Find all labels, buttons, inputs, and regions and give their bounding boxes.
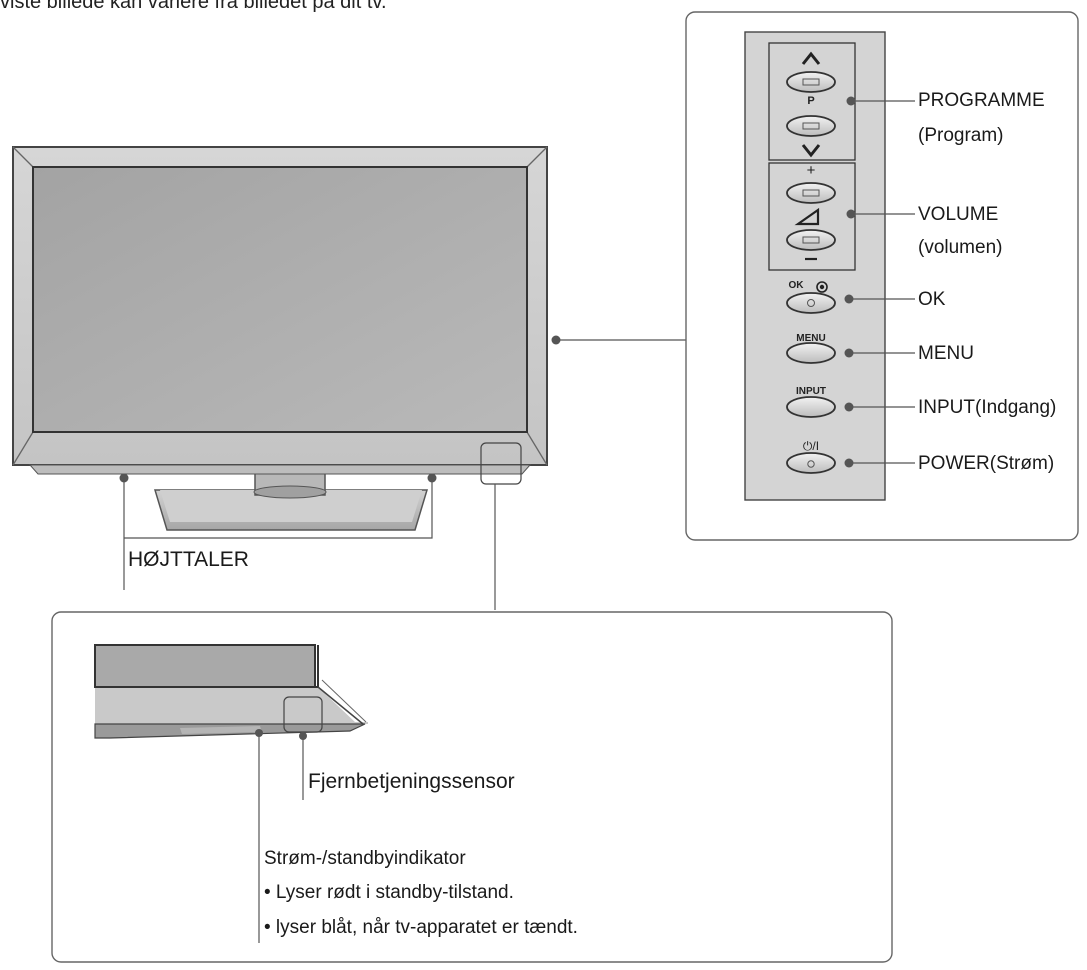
power-icon	[807, 460, 815, 468]
remote-sensor-label: Fjernbetjeningssensor	[308, 770, 515, 793]
ok-button-caption: OK	[788, 280, 804, 291]
panel-leader-lines	[844, 96, 915, 468]
control-strip	[744, 31, 886, 501]
volume-group	[768, 162, 856, 271]
volume-label: VOLUME	[918, 204, 999, 225]
down-arrow-icon	[801, 144, 821, 158]
indicator-note-standby: • Lyser rødt i standby-tilstand.	[264, 882, 514, 903]
tv-screen	[32, 166, 528, 433]
sensor-highlight-box	[480, 442, 522, 485]
volume-up-button[interactable]	[786, 182, 836, 204]
ok-button[interactable]	[786, 292, 836, 314]
power-button[interactable]	[786, 452, 836, 474]
tv-stand	[153, 464, 429, 531]
volume-down-button[interactable]	[786, 229, 836, 251]
channel-up-button[interactable]	[786, 71, 836, 93]
tv-set	[12, 146, 708, 610]
indicator-note-on: • lyser blåt, når tv-apparatet er tændt.	[264, 917, 578, 938]
ok-label: OK	[918, 289, 946, 310]
programme-label: PROGRAMME	[918, 90, 1045, 111]
power-label: POWER(Strøm)	[918, 453, 1055, 474]
menu-button-caption: MENU	[796, 333, 826, 344]
speaker-label: HØJTTALER	[128, 548, 249, 571]
input-button[interactable]	[786, 396, 836, 418]
power-button-caption: ⏻/I	[802, 439, 820, 453]
programme-sublabel: (Program)	[918, 125, 1004, 146]
volume-sublabel: (volumen)	[918, 237, 1003, 258]
menu-button[interactable]	[786, 342, 836, 364]
programme-p-mark: P	[807, 95, 814, 107]
tv-corner-closeup	[94, 644, 368, 739]
plus-icon: +	[807, 162, 816, 179]
input-label: INPUT(Indgang)	[918, 397, 1057, 418]
input-button-caption: INPUT	[796, 386, 826, 397]
up-arrow-icon	[801, 51, 821, 65]
volume-triangle-icon	[794, 207, 820, 226]
power-indicator-title: Strøm-/standbyindikator	[264, 848, 466, 869]
channel-down-button[interactable]	[786, 115, 836, 137]
ok-dot-icon	[816, 281, 828, 293]
top-caption: viste billede kan variere fra billedet p…	[0, 0, 387, 13]
menu-label: MENU	[918, 343, 974, 364]
